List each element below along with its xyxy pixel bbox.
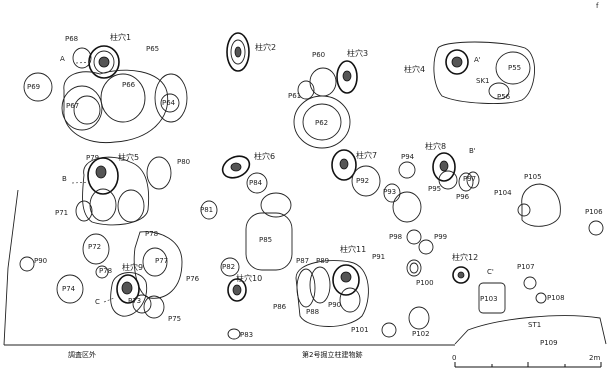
label-P108: P108 (547, 294, 565, 302)
scale-max-label: 2m (589, 354, 601, 362)
label-pit5: 柱穴5 (118, 153, 140, 162)
label-P88: P88 (306, 308, 320, 316)
label-pit1: 柱穴1 (110, 33, 132, 42)
pit-cluster-10 (220, 257, 247, 340)
label-pit3: 柱穴3 (347, 49, 369, 58)
label-P80: P80 (177, 158, 191, 166)
label-P107: P107 (517, 263, 535, 271)
label-P90-left: P90 (34, 257, 48, 265)
label-P60: P60 (312, 51, 326, 59)
label-pit8: 柱穴8 (425, 142, 447, 151)
label-P78: P78 (145, 230, 159, 238)
label-P75: P75 (168, 315, 182, 323)
label-pit12: 柱穴12 (452, 253, 479, 262)
label-P62: P62 (315, 119, 329, 127)
label-P83: P83 (240, 331, 254, 339)
label-SK1: SK1 (476, 77, 490, 85)
label-P103: P103 (480, 295, 498, 303)
scale-bar (454, 362, 602, 368)
label-P74: P74 (62, 285, 76, 293)
label-P100: P100 (416, 279, 434, 287)
label-B-prime: B' (469, 147, 476, 155)
label-P64: P64 (162, 99, 176, 107)
label-P93: P93 (383, 188, 397, 196)
pit-cluster-3 (293, 60, 358, 149)
pit-cluster-11 (295, 260, 369, 327)
label-A-prime: A' (474, 56, 481, 64)
label-P109: P109 (540, 339, 558, 347)
label-pit9: 柱穴9 (122, 263, 144, 272)
pit-cluster-east (517, 183, 604, 236)
label-P73: P73 (128, 297, 142, 305)
label-P101: P101 (351, 326, 369, 334)
corner-mark: f (596, 2, 599, 10)
pit-2 (226, 32, 250, 72)
label-B: B (62, 175, 67, 183)
pit-cluster-6 (200, 155, 293, 271)
label-P84: P84 (249, 179, 263, 187)
label-P106: P106 (585, 208, 603, 216)
label-P85: P85 (259, 236, 273, 244)
label-P78b: P78 (99, 267, 113, 275)
label-P67: P67 (66, 102, 80, 110)
st1-feature (454, 315, 607, 345)
label-P94: P94 (401, 153, 415, 161)
label-P71: P71 (55, 209, 69, 217)
label-pit2: 柱穴2 (255, 43, 277, 52)
label-pit4: 柱穴4 (404, 65, 426, 74)
label-P99: P99 (434, 233, 448, 241)
caption-outside: 調査区外 (68, 351, 96, 359)
label-P77: P77 (155, 257, 169, 265)
label-pit6: 柱穴6 (254, 152, 276, 161)
label-P104: P104 (494, 189, 512, 197)
label-ST1: ST1 (528, 321, 542, 329)
pit-cluster-7 (331, 149, 422, 223)
label-P105: P105 (524, 173, 542, 181)
label-A: A (60, 55, 65, 63)
label-P89: P89 (316, 257, 330, 265)
label-C-prime: C' (487, 268, 494, 276)
label-P69: P69 (27, 83, 41, 91)
label-P65: P65 (146, 45, 160, 53)
label-P92: P92 (356, 177, 370, 185)
pit-cluster-9 (19, 231, 183, 319)
label-P79: P79 (86, 154, 100, 162)
label-P68: P68 (65, 35, 79, 43)
label-P72: P72 (88, 243, 102, 251)
pit-cluster-1 (23, 45, 188, 144)
label-P55: P55 (508, 64, 522, 72)
label-P56: P56 (497, 93, 511, 101)
label-C: C (95, 298, 100, 306)
caption-building: 第2号掘立柱建物跡 (302, 351, 363, 359)
label-P61: P61 (288, 92, 302, 100)
label-P86: P86 (273, 303, 287, 311)
label-P66: P66 (122, 81, 136, 89)
label-pit7: 柱穴7 (356, 151, 378, 160)
pit-cluster-4 (433, 41, 535, 104)
label-pit11: 柱穴11 (340, 245, 367, 254)
label-P87: P87 (296, 257, 310, 265)
pit-cluster-8 (432, 152, 480, 192)
excavation-boundary (3, 189, 19, 346)
label-P82: P82 (222, 263, 236, 271)
pit-cluster-5 (75, 156, 172, 226)
pit-cluster-south (381, 229, 547, 338)
label-P81: P81 (200, 206, 214, 214)
label-P97: P97 (463, 175, 477, 183)
label-P95: P95 (428, 185, 442, 193)
label-P102: P102 (412, 330, 430, 338)
scale-zero-label: 0 (452, 354, 457, 362)
label-P91: P91 (372, 253, 386, 261)
label-P76: P76 (186, 275, 200, 283)
label-P96: P96 (456, 193, 470, 201)
label-P98: P98 (389, 233, 403, 241)
label-P90: P90 (328, 301, 342, 309)
label-pit10: 柱穴10 (236, 274, 263, 283)
